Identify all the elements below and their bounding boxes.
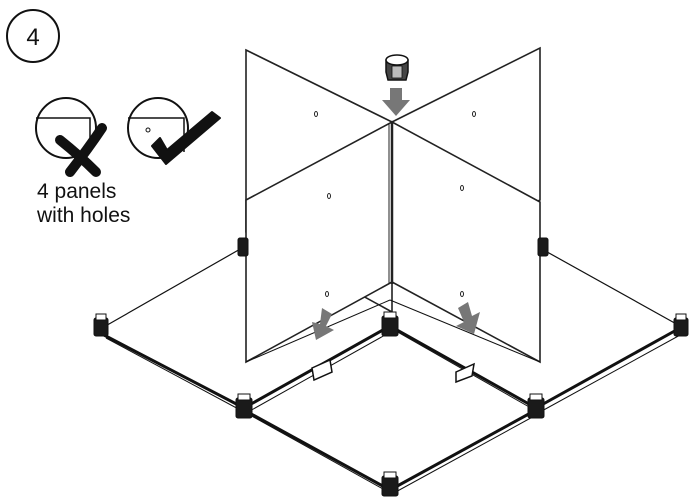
- hint-right: [127, 97, 221, 165]
- foot-connector: [381, 311, 399, 337]
- hint-caption-line2: with holes: [36, 204, 130, 227]
- check-icon: [151, 111, 221, 165]
- down-arrow-icon: [456, 302, 480, 334]
- panel-holes: [314, 111, 476, 297]
- top-cap: [385, 54, 409, 81]
- hint-caption-line1: 4 panels: [37, 180, 116, 203]
- bar-clip: [455, 362, 475, 384]
- right-panel-hole: [145, 127, 151, 133]
- hint-wrong: [35, 97, 107, 177]
- cross-icon: [55, 123, 107, 177]
- foot-connector: [235, 393, 253, 419]
- foot-connector: [673, 313, 689, 337]
- foot-connector: [537, 237, 549, 257]
- wrong-panel-corner: [36, 117, 91, 150]
- foot-connector: [93, 313, 109, 337]
- step-badge: 4: [6, 9, 60, 63]
- step-circle: [6, 9, 60, 63]
- down-arrow-icon: [312, 308, 334, 340]
- down-arrow-icon: [382, 88, 410, 116]
- step-number: 4: [26, 24, 39, 51]
- foot-connector: [237, 237, 249, 257]
- panels: [245, 46, 541, 364]
- foot-connector: [527, 393, 545, 419]
- right-panel-circle: [127, 97, 189, 159]
- foot-connector: [381, 471, 399, 497]
- bar-clip: [311, 358, 333, 382]
